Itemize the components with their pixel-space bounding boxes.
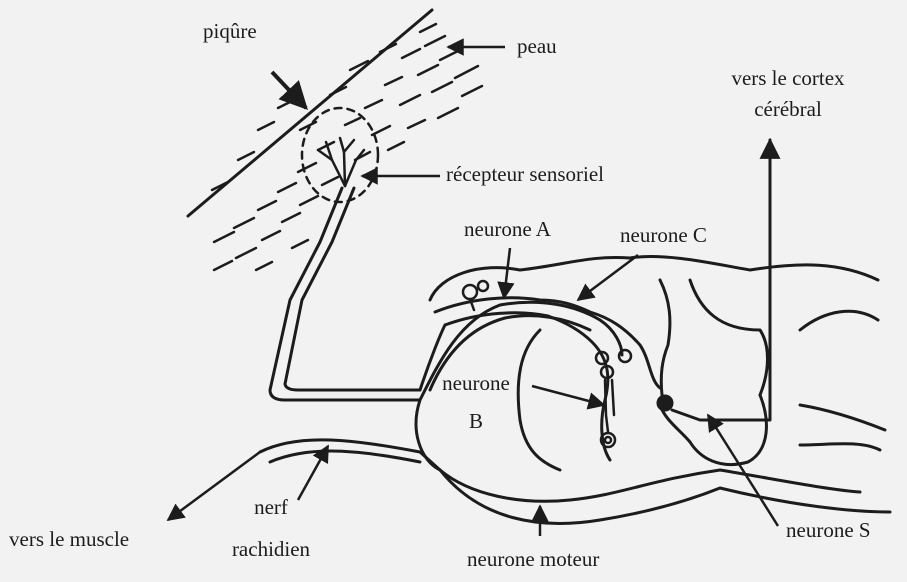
label-piqure: piqûre <box>203 21 257 42</box>
label-neurone-moteur: neurone moteur <box>467 549 599 570</box>
label-vers-muscle: vers le muscle <box>9 529 129 550</box>
label-neurone-b-line2: B <box>414 411 538 432</box>
label-neurone-c: neurone C <box>620 225 707 246</box>
pointer-arrows <box>168 47 778 536</box>
sensory-fiber <box>270 188 420 400</box>
label-neurone-s: neurone S <box>786 520 871 541</box>
ganglion-cell <box>463 281 488 310</box>
label-nerf-line2: rachidien <box>196 539 346 560</box>
label-neurone-b-line1: neurone <box>414 373 538 394</box>
label-peau: peau <box>517 36 557 57</box>
label-neurone-a: neurone A <box>464 219 551 240</box>
label-recepteur: récepteur sensoriel <box>446 164 604 185</box>
label-cortex-line1: vers le cortex <box>678 68 898 89</box>
label-cortex-line2: cérébral <box>678 99 898 120</box>
arrow-neurone-b <box>532 386 604 405</box>
arrow-neurone-c <box>578 255 638 300</box>
cortex-ascending-fiber <box>672 170 770 420</box>
label-nerf-line1: nerf <box>206 497 336 518</box>
neuron-s-soma <box>658 396 672 410</box>
arrow-neurone-a <box>504 248 510 298</box>
